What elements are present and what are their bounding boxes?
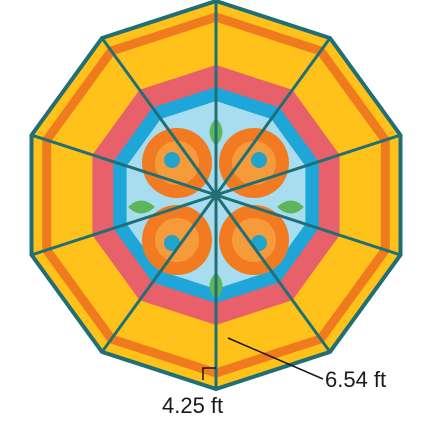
side-length-label: 4.25 ft [162, 393, 224, 418]
radial-segment-line [100, 37, 218, 196]
decagon-outline [29, 0, 403, 392]
flower-top-left [142, 128, 212, 198]
radial-segment-line [214, 37, 332, 196]
apothem-label: 6.54 ft [325, 367, 387, 392]
radial-segment-line [31, 193, 217, 257]
radial-segment-line [100, 194, 218, 353]
flower-top-right [219, 128, 289, 198]
radial-segment-line [31, 133, 217, 197]
right-angle-marker [202, 367, 216, 380]
apothem-leader-line [227, 337, 324, 380]
flower-motif [142, 128, 289, 275]
radial-segment-lines [31, 1, 401, 389]
radial-segment-line [215, 133, 401, 197]
radial-segment-line [215, 193, 401, 257]
radial-segment-line [214, 194, 332, 353]
